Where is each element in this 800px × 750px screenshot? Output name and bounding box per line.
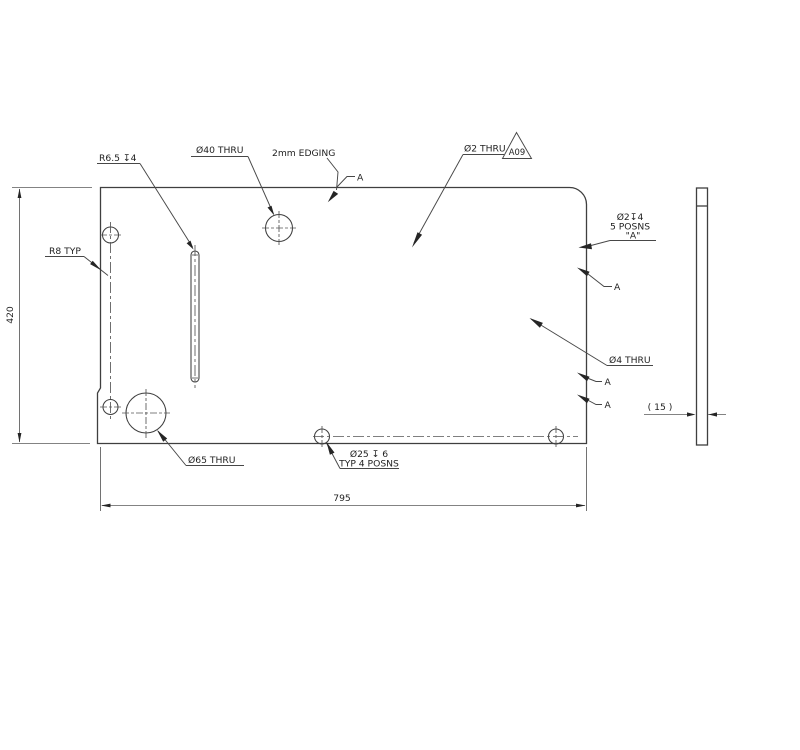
edge-marker-right-4 (577, 394, 590, 404)
slot-note-label: R6.5 ↧4 (99, 153, 137, 164)
edge-marker-right-2 (577, 267, 590, 277)
dim795-arrow-right (576, 503, 586, 508)
rev-flag-triangle (501, 131, 533, 159)
radius-note-arrow (90, 260, 102, 271)
dim420-arrow-top (17, 188, 22, 198)
hole65-note-label: Ø65 THRU (188, 455, 235, 466)
hole2-note-leader (413, 154, 464, 244)
datum-a-right3-leader (588, 400, 602, 405)
hole40-note-leader (247, 156, 274, 215)
edging-note-leader (326, 157, 339, 191)
hole40-note-arrow (267, 205, 275, 216)
hole4-note-arrow (529, 318, 543, 328)
datum-a-right1-label: A (614, 282, 621, 293)
dim795-arrow-left (101, 503, 111, 508)
side-view-outline (695, 187, 709, 446)
hole2-note-arrow (412, 232, 423, 248)
edge-marker-right-3 (577, 372, 590, 382)
dim15-value: ( 15 ) (648, 402, 673, 413)
datum-a-top-leader (336, 176, 355, 188)
hole65-note-arrow (157, 430, 168, 442)
rev-flag-label: A09 (509, 147, 525, 157)
datum-a-right3-label: A (605, 400, 612, 411)
cb2-note-line3: "A" (626, 231, 641, 242)
plate-outline (96, 186, 588, 445)
datum-a-right1-leader (587, 273, 612, 287)
cb25-note-arrow (326, 442, 335, 455)
hole4-note-label: Ø4 THRU (609, 355, 651, 366)
radius-note-label: R8 TYP (49, 246, 81, 257)
datum-a-top-label: A (357, 173, 364, 184)
dim420-value: 420 (5, 306, 16, 324)
edging-note-label: 2mm EDGING (272, 148, 335, 159)
hole40-note-label: Ø40 THRU (196, 145, 243, 156)
slot-note-arrow (186, 240, 194, 250)
dim795-value: 795 (333, 493, 351, 504)
cb2-note-line2: 5 POSNS (610, 222, 650, 233)
edge-marker-top (327, 190, 339, 203)
dim420-arrow-bottom (17, 433, 22, 443)
cb25-note-line2: TYP 4 POSNS (338, 459, 399, 470)
dim15-arrow-right (708, 412, 717, 417)
datum-a-right2-label: A (605, 377, 612, 388)
edge-marker-right-1 (578, 243, 592, 250)
hole4-note-leader (530, 318, 608, 366)
cb2-note-leader (590, 240, 611, 246)
datum-a-right2-leader (588, 378, 602, 382)
slot-note-leader (139, 163, 193, 248)
dim15-arrow-left (687, 412, 696, 417)
slot-r65 (190, 250, 200, 383)
cb25-note-line1: Ø25 ↧ 6 (350, 449, 388, 460)
cb2-note-line1: Ø2↧4 (617, 212, 644, 223)
hole2-note-label: Ø2 THRU (464, 144, 506, 155)
